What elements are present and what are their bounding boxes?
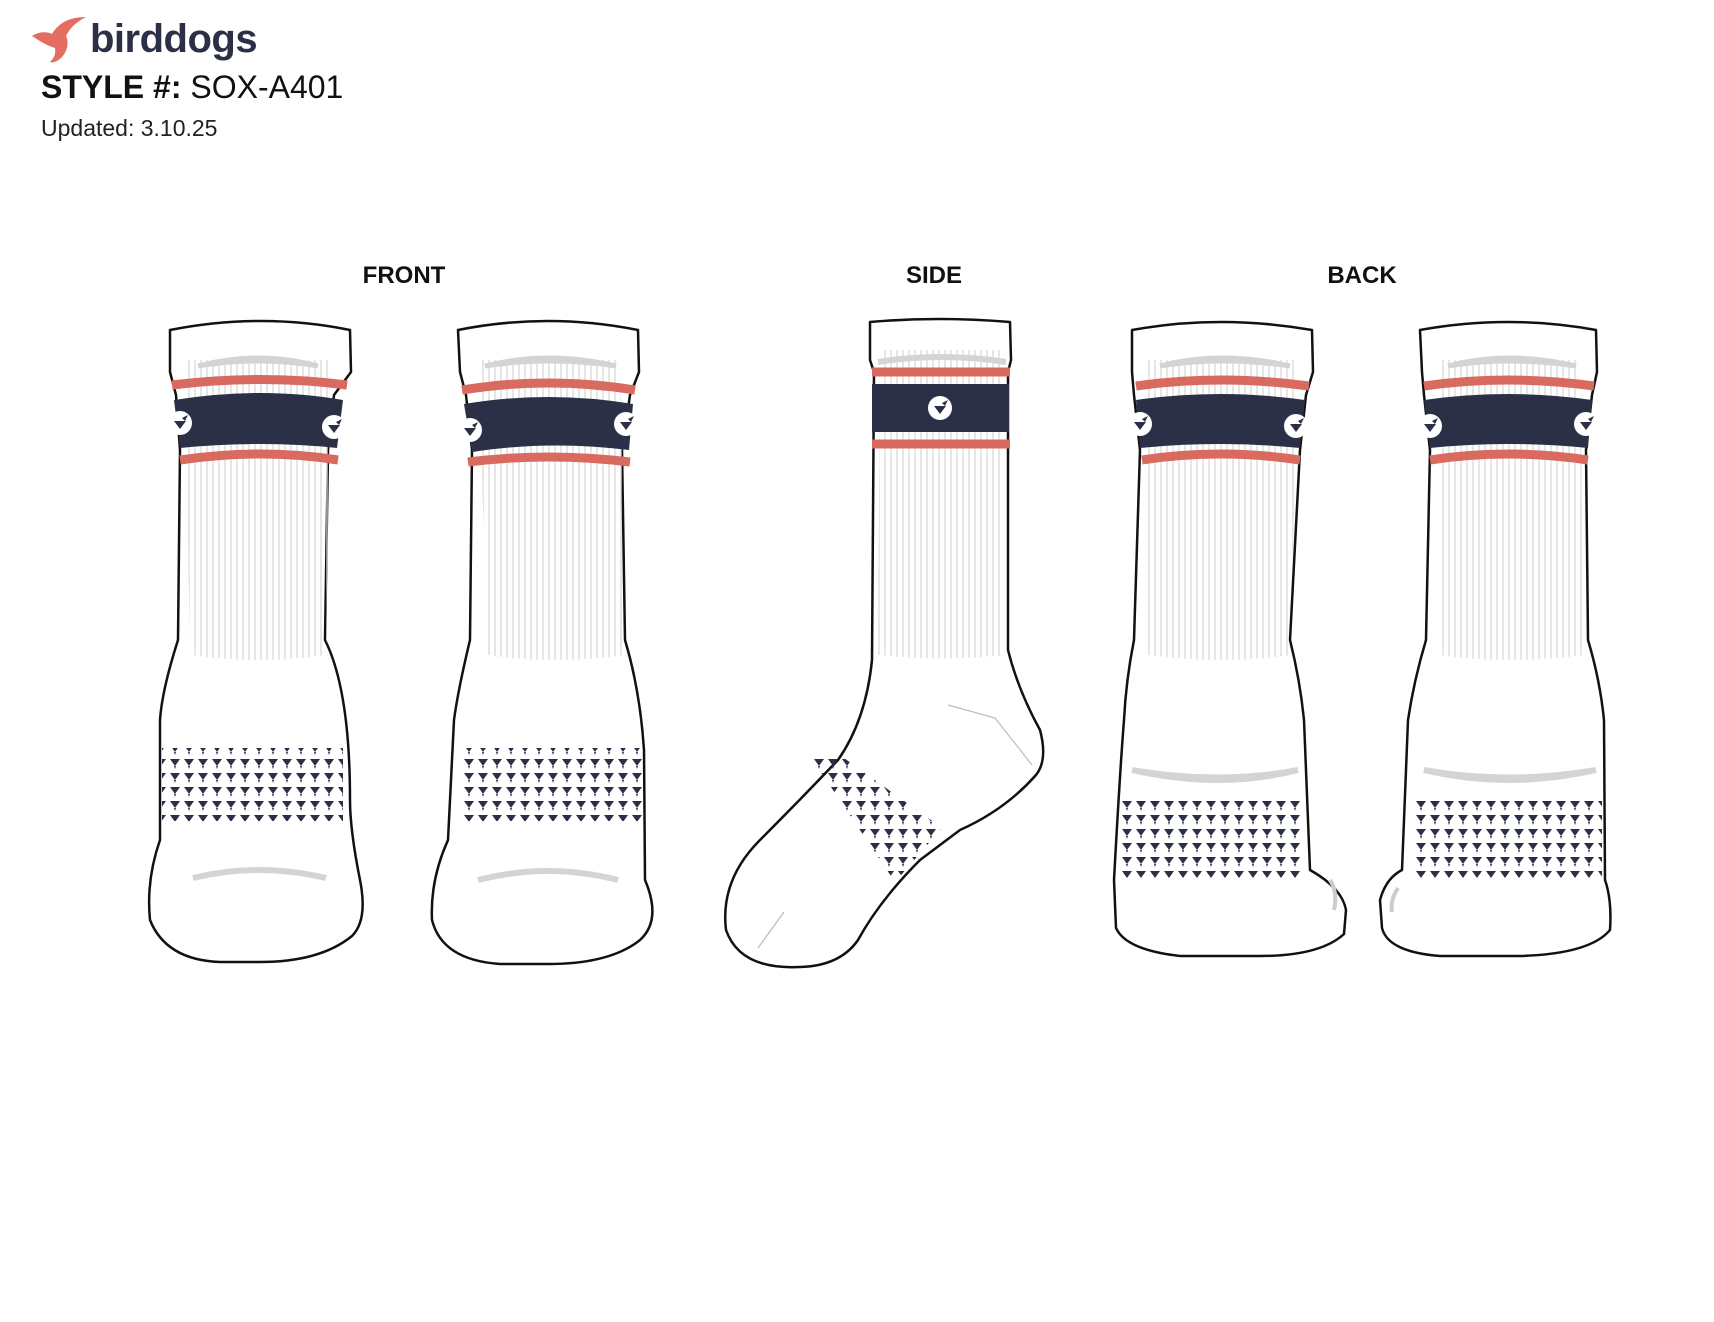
front-sock-left [147,319,364,964]
style-value: SOX-A401 [190,69,344,105]
side-view-label: SIDE [905,262,963,289]
brand-logo: birddogs [30,14,343,64]
back-sock-left [1112,320,1348,958]
front-sock-right [430,319,654,966]
brand-name: birddogs [90,17,258,61]
back-sock-right [1378,320,1612,958]
side-sock [724,317,1045,969]
page-header: birddogs STYLE #: SOX-A401 Updated: 3.10… [30,14,343,142]
updated-date: Updated: 3.10.25 [41,115,218,142]
back-view-label: BACK [1327,262,1397,289]
style-label: STYLE #: [41,69,182,105]
style-number: STYLE #: SOX-A401 [41,69,344,105]
hummingbird-icon [32,17,86,63]
front-view-label: FRONT [362,262,446,289]
